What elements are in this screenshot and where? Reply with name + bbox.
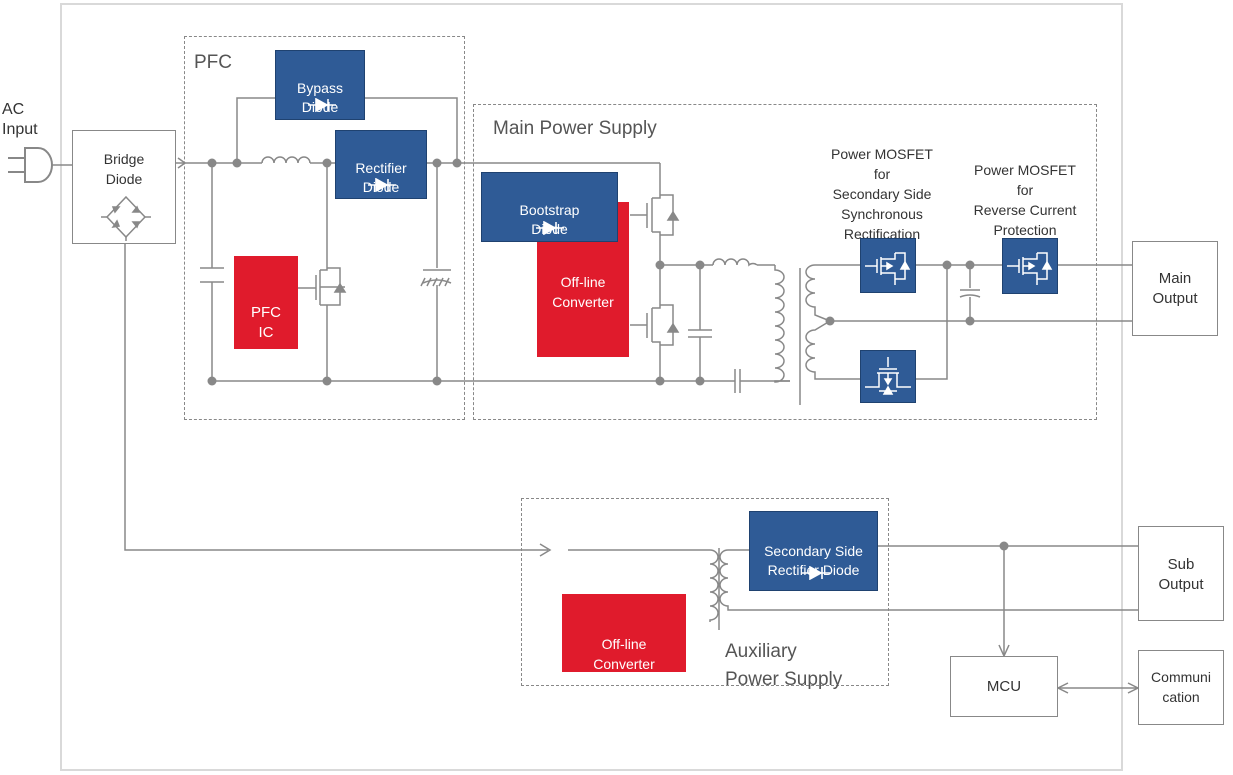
mosfet-secondary-label: Power MOSFET for Secondary Side Synchron… [831,146,933,242]
reverse-protection-mosfet [1002,238,1058,294]
mcu-box: MCU [950,656,1058,717]
rectifier-diode-block: Rectifier Diode [335,130,427,199]
secondary-rectifier-block: Secondary Side Rectifier Diode [749,511,878,591]
main-output-label: Main Output [1152,270,1198,307]
bypass-diode-label: Bypass Diode [297,80,343,115]
sub-output-label: Sub Output [1158,556,1204,593]
pfc-ic-block: PFC IC [234,256,298,349]
sync-rect-mosfet-bottom [860,350,916,403]
offline-converter-aux-block: Off-line Converter [562,594,686,672]
communication-label: Communi cation [1151,669,1211,705]
bridge-diode-box: Bridge Diode [72,130,176,244]
mosfet-icon [865,357,911,395]
bypass-diode-block: Bypass Diode [275,50,365,120]
ac-input-label: AC Input [2,101,38,138]
bridge-diode-label: Bridge Diode [103,151,145,187]
main-output-box: Main Output [1132,241,1218,336]
mosfet-icon [1007,252,1053,285]
diode-icon [368,178,396,192]
pfc-title: PFC [194,52,232,73]
main-power-supply-title: Main Power Supply [493,118,657,139]
sub-output-box: Sub Output [1138,526,1224,621]
pfc-ic-label: PFC IC [251,304,281,341]
secondary-rectifier-label: Secondary Side Rectifier Diode [764,543,863,578]
diode-icon [802,566,830,580]
bridge-rectifier-icon [101,195,151,241]
ac-plug-icon [8,147,72,183]
communication-box: Communi cation [1138,650,1224,725]
offline-converter-main-label: Off-line Converter [552,274,614,310]
pfc-frame [184,36,465,420]
mosfet-icon [865,252,911,285]
main-power-supply-frame [473,104,1097,420]
auxiliary-power-supply-title: Auxiliary Power Supply [725,641,843,690]
sync-rect-mosfet-top [860,238,916,293]
offline-converter-aux-label: Off-line Converter [593,636,655,672]
bootstrap-diode-block: Bootstrap Diode [481,172,618,242]
diode-icon [308,98,336,112]
mcu-label: MCU [986,678,1022,695]
diode-icon [536,221,564,235]
auxiliary-power-supply-frame [521,498,889,686]
mosfet-reverse-label: Power MOSFET for Reverse Current Protect… [973,162,1077,238]
